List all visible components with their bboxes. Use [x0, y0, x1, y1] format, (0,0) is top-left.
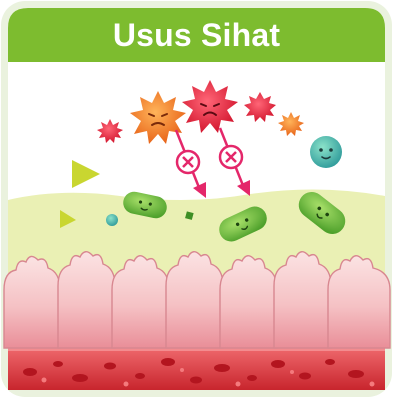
- blood-vessel: [8, 346, 385, 390]
- page-title: Usus Sihat: [0, 8, 393, 62]
